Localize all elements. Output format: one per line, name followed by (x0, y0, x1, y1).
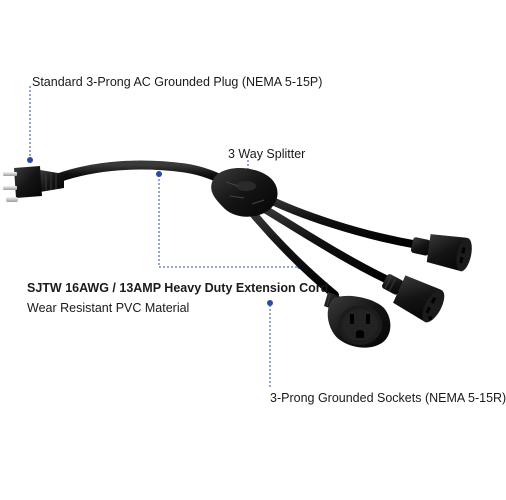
socket-1 (410, 234, 472, 272)
prong-top (3, 172, 17, 176)
cord-spec-label: SJTW 16AWG / 13AMP Heavy Duty Extension … (27, 281, 329, 295)
splitter-body (211, 167, 278, 217)
prong-bottom (3, 186, 17, 190)
leader-lines (29, 86, 301, 387)
sockets-label: 3-Prong Grounded Sockets (NEMA 5-15R) (270, 391, 506, 405)
prong-ground (6, 197, 18, 202)
splitter-label: 3 Way Splitter (228, 147, 306, 161)
cord-leader (158, 175, 300, 268)
sockets-dot (267, 300, 273, 306)
branch-cable-2 (254, 201, 396, 286)
socket-2 (382, 274, 445, 323)
plug-dot (27, 157, 33, 163)
cord-dot-top (156, 171, 162, 177)
main-cable (53, 160, 237, 190)
branch-cable-3 (246, 206, 339, 299)
branch-cable-1 (258, 192, 422, 249)
material-label: Wear Resistant PVC Material (27, 301, 190, 315)
male-plug (3, 166, 64, 202)
plug-label: Standard 3-Prong AC Grounded Plug (NEMA … (32, 75, 323, 89)
socket-3 (324, 292, 391, 348)
